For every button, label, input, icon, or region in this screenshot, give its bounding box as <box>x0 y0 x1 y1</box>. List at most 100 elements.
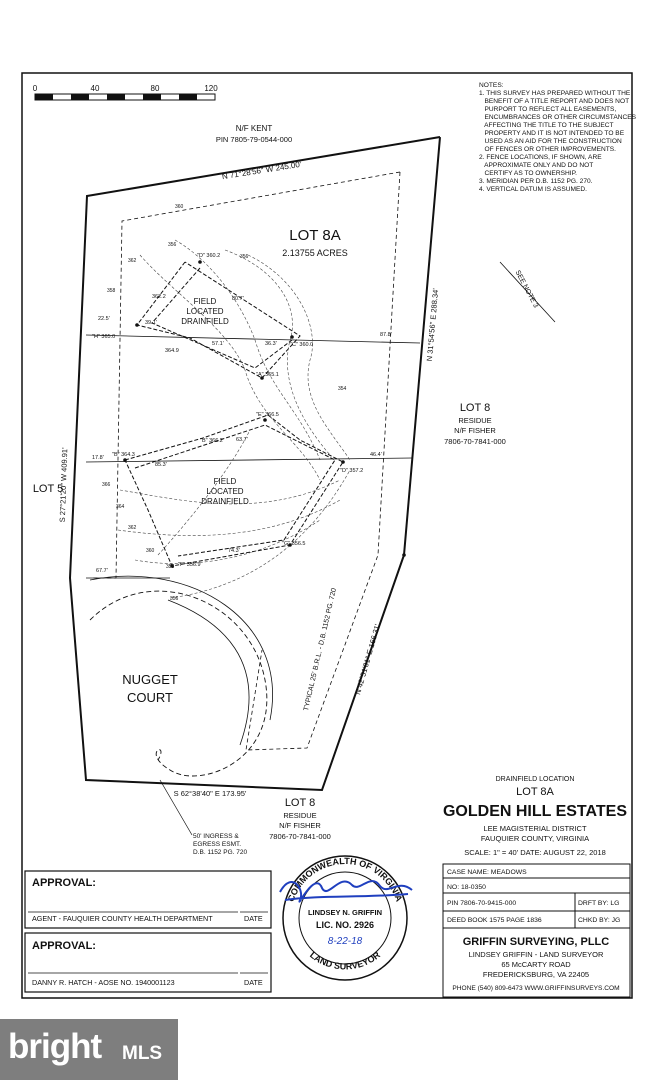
tb-scale-date: SCALE: 1" = 40' DATE: AUGUST 22, 2018 <box>464 848 606 857</box>
note-line: 3. MERIDIAN PER D.B. 1152 PG. 270. <box>479 178 593 185</box>
note-line: PROPERTY AND IT IS NOT INTENDED TO BE <box>479 130 625 137</box>
contour-labels: 360 356 362 358 366 364 362 360 358 356 … <box>102 204 347 602</box>
svg-text:360: 360 <box>175 204 184 210</box>
note-line: NOTES: <box>479 82 504 89</box>
field1-c: DRAINFIELD <box>181 317 229 326</box>
dim-12: 36.3' <box>265 341 277 347</box>
approval-2-date: DATE <box>244 978 263 987</box>
svg-text:356: 356 <box>240 254 249 260</box>
tb-pin: PIN 7806-70-9415-000 <box>447 900 516 907</box>
seal-date: 8-22-18 <box>328 936 363 947</box>
pt-1: "D" 360.2 <box>197 253 220 259</box>
scale-tick-40: 40 <box>91 84 100 93</box>
tb-deed: DEED BOOK 1575 PAGE 1836 <box>447 917 542 924</box>
scale-tick-120: 120 <box>204 84 218 93</box>
tb-district: LEE MAGISTERIAL DISTRICT <box>483 824 586 833</box>
svg-text:358: 358 <box>166 564 175 570</box>
east-bearing-upper: N 31°54'56" E 288.34' <box>425 287 440 361</box>
east-bearing-lower: N 42°51'01" E 166.31' <box>353 622 382 695</box>
lot-title: LOT 8A <box>289 227 340 244</box>
approval-1-signer: AGENT - FAUQUIER COUNTY HEALTH DEPARTMEN… <box>32 914 213 923</box>
dim-11: 85.3' <box>155 462 167 468</box>
nf-kent-label: N/F KENT <box>236 124 273 133</box>
watermark-brand: bright <box>8 1027 102 1066</box>
cul-de-sac <box>89 575 273 777</box>
north-bearing: N 71°28'56" W 245.00' <box>221 160 302 182</box>
approval-1-date: DATE <box>244 914 263 923</box>
pt-8: "G" 356.5 <box>282 541 305 547</box>
tb-subdivision: GOLDEN HILL ESTATES <box>443 803 627 820</box>
lot8-residue: RESIDUE <box>458 416 491 425</box>
dim-4: 17.8' <box>92 455 104 461</box>
ingress-leader <box>159 779 193 836</box>
contour-lines <box>117 239 351 599</box>
tb-chkd: CHKD BY: JG <box>578 917 620 924</box>
scale-bar: 0 40 80 120 <box>33 84 218 101</box>
svg-text:362: 362 <box>128 525 137 531</box>
field2-c: DRAINFIELD <box>201 497 249 506</box>
note-line: OF FENCES OR OTHER IMPROVEMENTS. <box>479 146 617 153</box>
street-name-a: NUGGET <box>122 672 178 687</box>
note-line: APPROXIMATE ONLY AND DO NOT <box>479 162 594 169</box>
drainfield-lower <box>124 414 344 567</box>
tb-contact: PHONE (540) 809-6473 WWW.GRIFFINSURVEYS.… <box>452 985 619 992</box>
scale-tick-80: 80 <box>151 84 160 93</box>
tb-case-no: NO: 18-0350 <box>447 884 486 891</box>
dim-8: 74.3' <box>228 548 240 554</box>
dim-10: 80.7' <box>232 296 244 302</box>
approval-1-title: APPROVAL: <box>32 877 96 889</box>
approval-2-signer: DANNY R. HATCH - AOSE NO. 1940001123 <box>32 978 175 987</box>
street-name-b: COURT <box>127 690 173 705</box>
seal-name: LINDSEY N. GRIFFIN <box>308 908 382 917</box>
dim-9: 63.7' <box>236 437 248 443</box>
tb-address2: FREDERICKSBURG, VA 22405 <box>483 970 589 979</box>
lot-acres: 2.13755 ACRES <box>282 248 348 258</box>
dimension-labels: 22.5' 87.8' 46.4' 17.8' 67.7' 57.1' 39.1… <box>92 296 392 574</box>
tb-surveyor: LINDSEY GRIFFIN - LAND SURVEYOR <box>469 950 604 959</box>
surveyor-seal: COMMONWEALTH OF VIRGINIA LAND SURVEYOR L… <box>279 855 413 981</box>
south-bearing: S 62°38'40" E 173.95' <box>174 789 247 798</box>
pt-6: "D" 357.2 <box>340 468 363 474</box>
note-line: 1. THIS SURVEY HAS PREPARED WITHOUT THE <box>479 90 631 97</box>
watermark-suffix: MLS <box>122 1043 163 1064</box>
tb-case-name: CASE NAME: MEADOWS <box>447 869 527 876</box>
pt-2: "C" 360.0 <box>290 342 313 348</box>
pt-9: "H" 365.0 <box>92 334 115 340</box>
note-line: ENCUMBRANCES OR OTHER CIRCUMSTANCES <box>479 114 637 121</box>
ingress-c: D.B. 1152 PG. 720 <box>193 849 247 856</box>
bright-mls-watermark <box>0 1019 178 1080</box>
svg-text:354: 354 <box>338 386 347 392</box>
note-line: PURPORT TO REFLECT ALL EASEMENTS, <box>479 106 617 113</box>
tb-lot: LOT 8A <box>516 786 554 798</box>
pt-10: 364.9 <box>165 348 179 354</box>
notes-block: NOTES: 1. THIS SURVEY HAS PREPARED WITHO… <box>479 82 637 194</box>
signature <box>279 880 413 903</box>
tb-company: GRIFFIN SURVEYING, PLLC <box>463 936 610 948</box>
note-line: USED AS AN AID FOR THE CONSTRUCTION <box>479 138 622 145</box>
note-line <box>499 261 556 323</box>
field1-a: FIELD <box>194 297 217 306</box>
pt-3: "A" 365.1 <box>256 372 279 378</box>
lot8-title: LOT 8 <box>460 402 490 414</box>
dim-7: 39.1' <box>145 320 157 326</box>
pt-12: "B" 366.2 <box>200 438 223 444</box>
lot8b-owner: N/F FISHER <box>279 821 321 830</box>
lot5-label: LOT 5 <box>33 483 63 495</box>
lot8b-pin: 7806-70-7841-000 <box>269 832 331 841</box>
svg-text:LAND SURVEYOR: LAND SURVEYOR <box>308 949 382 971</box>
svg-text:358: 358 <box>107 288 116 294</box>
lot-line-upper <box>85 334 421 344</box>
drainfield-upper <box>136 261 301 379</box>
note-line: 4. VERTICAL DATUM IS ASSUMED. <box>479 186 587 193</box>
field2-b: LOCATED <box>206 487 243 496</box>
tb-drft: DRFT BY: LG <box>578 900 619 907</box>
svg-text:364: 364 <box>116 504 125 510</box>
pt-7: "F" 356.9 <box>178 562 201 568</box>
setback-line-2 <box>245 171 401 751</box>
dim-2: 87.8' <box>380 332 392 338</box>
point-markers <box>123 260 406 568</box>
svg-text:366: 366 <box>102 482 111 488</box>
scale-tick-0: 0 <box>33 84 38 93</box>
ingress-a: 50' INGRESS & <box>193 833 239 840</box>
